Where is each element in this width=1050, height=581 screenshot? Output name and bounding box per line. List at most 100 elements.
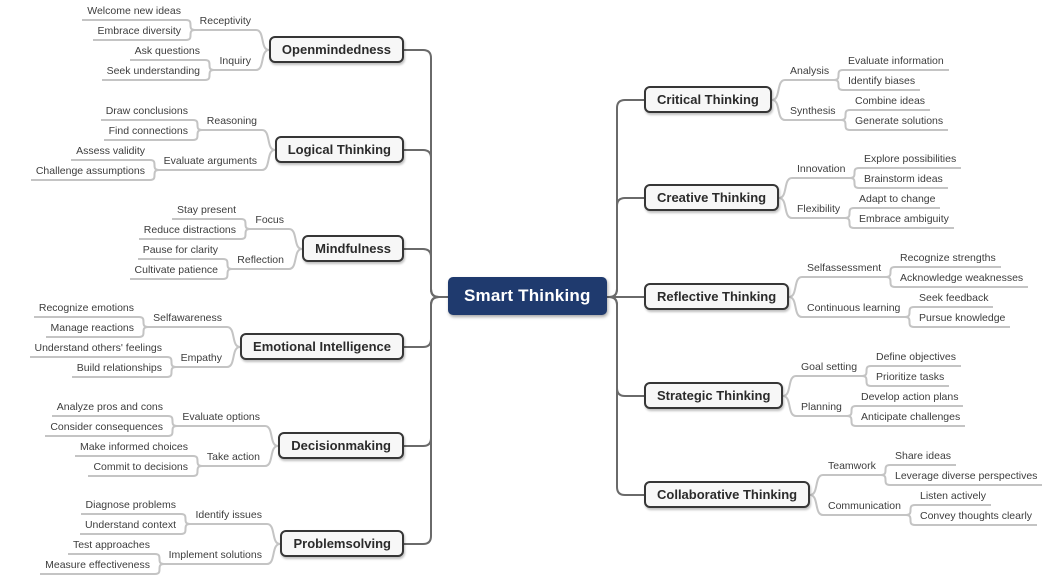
leaf-node-acknowledge-weaknesses[interactable]: Acknowledge weaknesses [895,271,1029,288]
topic-node-problemsolving[interactable]: Problemsolving [280,530,404,557]
sub-node-reasoning[interactable]: Reasoning [201,114,262,131]
leaf-node-seek-understanding[interactable]: Seek understanding [101,64,205,81]
connector-line [226,326,241,348]
leaf-node-build-relationships[interactable]: Build relationships [71,361,167,378]
sub-node-goal-setting[interactable]: Goal setting [796,360,863,377]
leaf-node-challenge-assumptions[interactable]: Challenge assumptions [30,164,150,181]
leaf-node-listen-actively[interactable]: Listen actively [915,489,991,506]
connector-line [782,375,797,397]
sub-node-communication[interactable]: Communication [823,499,906,516]
topic-node-critical-thinking[interactable]: Critical Thinking [644,86,772,113]
sub-node-analysis[interactable]: Analysis [785,64,835,81]
leaf-node-assess-validity[interactable]: Assess validity [71,144,150,161]
leaf-node-recognize-emotions[interactable]: Recognize emotions [33,301,139,318]
connector-line [861,365,872,377]
sub-node-identify-issues[interactable]: Identify issues [190,508,267,525]
connector-line [880,464,891,476]
sub-node-inquiry[interactable]: Inquiry [214,54,256,71]
leaf-node-understand-others-feelings[interactable]: Understand others' feelings [29,341,167,358]
leaf-node-measure-effectiveness[interactable]: Measure effectiveness [40,558,155,575]
sub-node-focus[interactable]: Focus [250,213,289,230]
connector-line [266,543,281,565]
leaf-node-convey-thoughts-clearly[interactable]: Convey thoughts clearly [915,509,1038,526]
leaf-node-embrace-ambiguity[interactable]: Embrace ambiguity [854,212,954,229]
connector-line [904,306,915,318]
leaf-node-adapt-to-change[interactable]: Adapt to change [854,192,941,209]
leaf-node-find-connections[interactable]: Find connections [103,124,193,141]
sub-node-take-action[interactable]: Take action [201,450,265,467]
leaf-node-develop-action-plans[interactable]: Develop action plans [856,390,964,407]
leaf-node-evaluate-information[interactable]: Evaluate information [843,54,949,71]
sub-node-synthesis[interactable]: Synthesis [785,104,841,121]
leaf-node-pause-for-clarity[interactable]: Pause for clarity [137,243,223,260]
leaf-node-reduce-distractions[interactable]: Reduce distractions [138,223,241,240]
connector-line [226,346,241,368]
leaf-node-stay-present[interactable]: Stay present [172,203,241,220]
sub-node-selfassessment[interactable]: Selfassessment [802,261,887,278]
sub-node-evaluate-options[interactable]: Evaluate options [177,410,265,427]
topic-node-openmindedness[interactable]: Openmindedness [268,36,404,63]
leaf-node-leverage-diverse-perspectives[interactable]: Leverage diverse perspectives [890,469,1043,486]
connector-line [149,169,160,181]
topic-node-creative-thinking[interactable]: Creative Thinking [644,184,780,211]
leaf-node-identify-biases[interactable]: Identify biases [843,74,921,91]
connector-line [844,207,855,219]
leaf-node-prioritize-tasks[interactable]: Prioritize tasks [871,370,950,387]
leaf-node-cultivate-patience[interactable]: Cultivate patience [129,263,223,280]
connector-line [849,167,860,179]
topic-node-strategic-thinking[interactable]: Strategic Thinking [644,382,784,409]
sub-node-implement-solutions[interactable]: Implement solutions [163,548,267,565]
leaf-node-seek-feedback[interactable]: Seek feedback [914,291,994,308]
leaf-node-ask-questions[interactable]: Ask questions [129,44,205,61]
leaf-node-brainstorm-ideas[interactable]: Brainstorm ideas [859,172,948,189]
connector-line [180,513,191,525]
sub-node-selfawareness[interactable]: Selfawareness [148,311,227,328]
leaf-node-commit-to-decisions[interactable]: Commit to decisions [88,460,193,477]
topic-node-emotional-intelligence[interactable]: Emotional Intelligence [240,333,404,360]
topic-node-decisionmaking[interactable]: Decisionmaking [278,432,404,459]
connector-line [833,79,844,91]
topic-node-mindfulness[interactable]: Mindfulness [302,235,404,262]
connector-line [192,129,203,141]
topic-node-collaborative-thinking[interactable]: Collaborative Thinking [644,481,811,508]
sub-node-receptivity[interactable]: Receptivity [194,14,256,31]
connector-line [185,19,196,31]
topic-node-logical-thinking[interactable]: Logical Thinking [274,136,404,163]
connector-line [809,494,824,516]
leaf-node-analyze-pros-and-cons[interactable]: Analyze pros and cons [51,400,168,417]
sub-node-innovation[interactable]: Innovation [792,162,851,179]
leaf-node-combine-ideas[interactable]: Combine ideas [850,94,931,111]
leaf-node-make-informed-choices[interactable]: Make informed choices [75,440,193,457]
connector-line [846,405,857,417]
root-node[interactable]: Smart Thinking [448,277,607,315]
leaf-node-manage-reactions[interactable]: Manage reactions [45,321,139,338]
sub-node-flexibility[interactable]: Flexibility [792,202,846,219]
leaf-node-diagnose-problems[interactable]: Diagnose problems [80,498,181,515]
leaf-node-anticipate-challenges[interactable]: Anticipate challenges [856,410,966,427]
leaf-node-recognize-strengths[interactable]: Recognize strengths [895,251,1001,268]
leaf-node-consider-consequences[interactable]: Consider consequences [45,420,168,437]
sub-node-empathy[interactable]: Empathy [175,351,227,368]
connector-line [885,266,896,278]
connector-line [185,29,196,41]
leaf-node-share-ideas[interactable]: Share ideas [890,449,957,466]
leaf-node-generate-solutions[interactable]: Generate solutions [850,114,949,131]
leaf-node-define-objectives[interactable]: Define objectives [871,350,961,367]
sub-node-teamwork[interactable]: Teamwork [823,459,881,476]
leaf-node-welcome-new-ideas[interactable]: Welcome new ideas [82,4,186,21]
leaf-node-embrace-diversity[interactable]: Embrace diversity [92,24,186,41]
connector-line [861,375,872,387]
leaf-node-test-approaches[interactable]: Test approaches [67,538,155,555]
sub-node-planning[interactable]: Planning [796,400,847,417]
connector-line [788,296,803,318]
leaf-node-explore-possibilities[interactable]: Explore possibilities [859,152,962,169]
leaf-node-understand-context[interactable]: Understand context [79,518,181,535]
leaf-node-draw-conclusions[interactable]: Draw conclusions [100,104,193,121]
sub-node-evaluate-arguments[interactable]: Evaluate arguments [158,154,262,171]
topic-node-reflective-thinking[interactable]: Reflective Thinking [644,283,790,310]
connector-line [167,425,178,437]
sub-node-reflection[interactable]: Reflection [232,253,289,270]
sub-node-continuous-learning[interactable]: Continuous learning [802,301,906,318]
leaf-node-pursue-knowledge[interactable]: Pursue knowledge [914,311,1011,328]
